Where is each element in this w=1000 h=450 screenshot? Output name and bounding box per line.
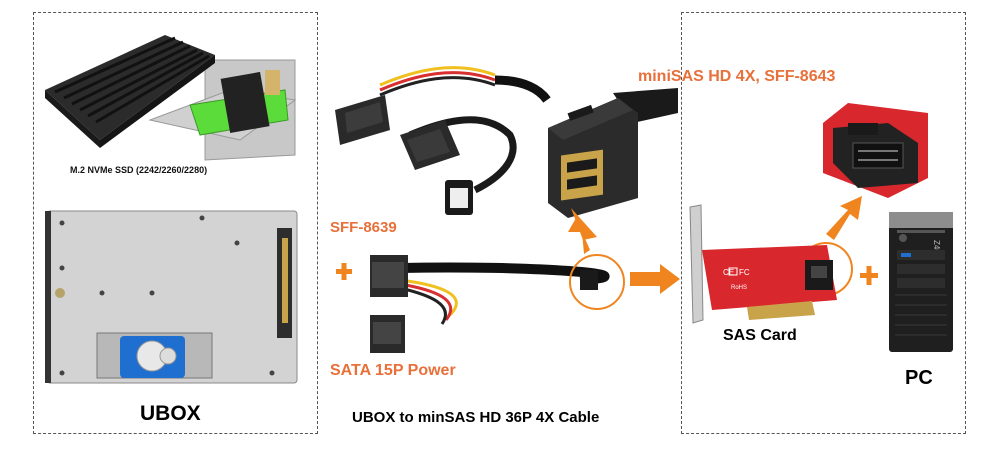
cable-connector-highlight xyxy=(569,254,625,310)
card-connector-closeup-image xyxy=(823,103,928,198)
sas-card-image: CE FC RoHS xyxy=(689,204,837,324)
combo-cable-image xyxy=(335,66,551,215)
ce-mark: CE xyxy=(723,268,734,277)
minisas-connector-image xyxy=(548,88,678,218)
pc-model-badge: Z400 xyxy=(932,240,941,259)
minisas-label: miniSAS HD 4X, SFF-8643 xyxy=(638,68,836,85)
ubox-enclosure-image xyxy=(45,210,298,384)
arrow-up-left-icon xyxy=(571,208,597,240)
ubox-panel xyxy=(33,12,318,434)
sff8639-label: SFF-8639 xyxy=(330,219,397,236)
arrow-up-left-icon xyxy=(568,218,590,254)
sata-power-label: SATA 15P Power xyxy=(330,362,456,379)
arrow-up-right-icon xyxy=(826,196,862,240)
ubox-sas-cable-image xyxy=(370,255,610,353)
ubox-label: UBOX xyxy=(140,402,201,425)
plus-icon xyxy=(341,263,347,280)
ssd-caption: M.2 NVMe SSD (2242/2260/2280) xyxy=(70,165,208,175)
rohs-mark: RoHS xyxy=(731,285,747,291)
plus-icon xyxy=(866,266,872,285)
hp-logo-icon xyxy=(899,234,907,242)
pc-panel xyxy=(681,12,966,434)
arrow-right-icon xyxy=(630,264,680,294)
ssd-heatsink-image xyxy=(45,35,297,161)
sas-card-label: SAS Card xyxy=(723,327,797,344)
pc-label: PC xyxy=(905,367,933,389)
cable-title: UBOX to minSAS HD 36P 4X Cable xyxy=(352,409,600,426)
fc-mark: FC xyxy=(739,268,750,277)
pc-tower-image: Z400 xyxy=(889,212,953,352)
